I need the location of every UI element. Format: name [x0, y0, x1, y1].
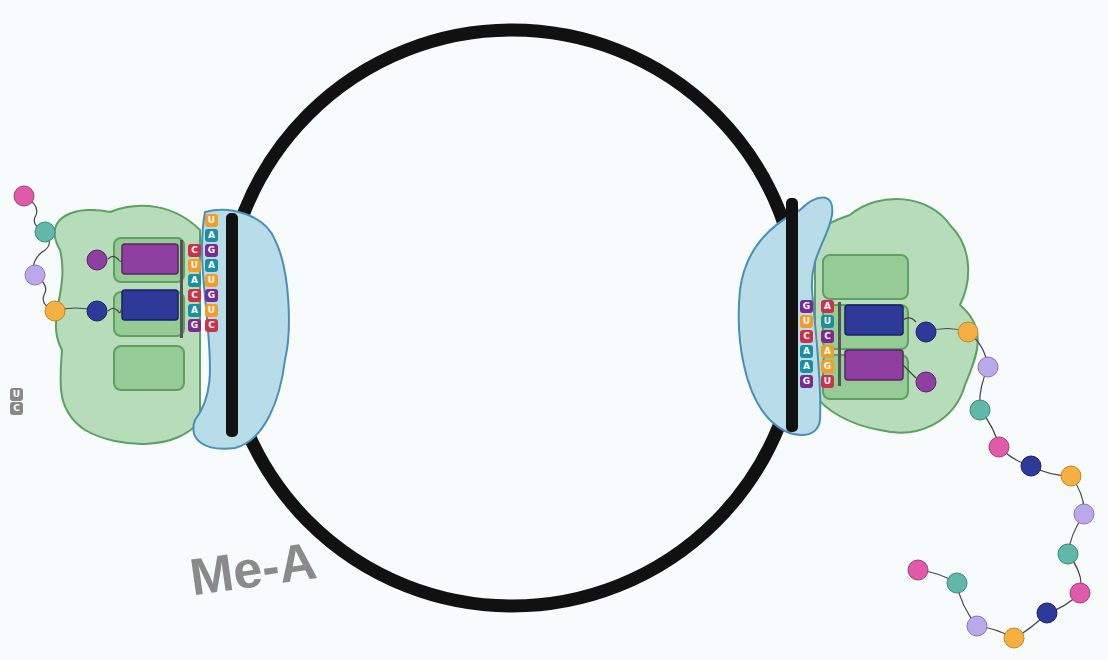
nucleotide-tile: U [205, 274, 218, 287]
trna [122, 244, 178, 274]
bond [108, 305, 122, 313]
nucleotide-tile: A [821, 345, 834, 358]
amino-acid [1004, 628, 1024, 648]
nucleotide-tile: U [800, 315, 813, 328]
amino-acid [1074, 504, 1094, 524]
trna [845, 305, 903, 335]
amino-acid [1021, 456, 1041, 476]
nucleotide-tile: C [800, 330, 813, 343]
amino-acid [1037, 603, 1057, 623]
nucleotide-tile: C [188, 289, 201, 302]
nucleotide-tile: U [205, 304, 218, 317]
trna [122, 290, 178, 320]
nucleotide-tile: G [188, 319, 201, 332]
bond [903, 365, 916, 378]
nucleotide-tile: U [205, 214, 218, 227]
peptide-chain [918, 329, 1084, 639]
amino-acid [25, 265, 45, 285]
nucleotide-tile: A [821, 300, 834, 313]
amino-acid [947, 573, 967, 593]
ribosome-site [114, 346, 184, 390]
nucleotide-tile: G [800, 300, 813, 313]
nucleotide-tile: C [821, 330, 834, 343]
nucleotide-tile: C [205, 319, 218, 332]
ribosome-site [823, 305, 908, 349]
nucleotide-tile: A [800, 360, 813, 373]
small-subunit [739, 198, 833, 436]
nucleotide-tile: A [188, 304, 201, 317]
amino-acid [916, 322, 936, 342]
ribosome-site [823, 255, 908, 299]
nucleotide-tile: C [188, 244, 201, 257]
watermark: Me-A [186, 530, 320, 607]
bond [108, 257, 122, 262]
amino-acid [1058, 544, 1078, 564]
peptide-chain [24, 196, 97, 311]
nucleotide-tile: G [821, 360, 834, 373]
nucleotide-tile: A [800, 345, 813, 358]
trna-stem [838, 302, 841, 386]
amino-acid [958, 322, 978, 342]
bond [903, 318, 916, 322]
nucleotide-tile: U [188, 259, 201, 272]
amino-acid [967, 616, 987, 636]
amino-acid [45, 301, 65, 321]
amino-acid [978, 357, 998, 377]
large-subunit [815, 199, 978, 433]
small-subunit [193, 210, 288, 449]
amino-acid [970, 400, 990, 420]
nucleotide-tile: G [800, 375, 813, 388]
trna-stem [180, 240, 183, 338]
nucleotide-tile: A [205, 259, 218, 272]
nucleotide-tile: U [10, 388, 23, 401]
amino-acid [14, 186, 34, 206]
circular-mrna [224, 30, 800, 606]
mrna-segment [786, 198, 798, 432]
amino-acid [87, 250, 107, 270]
nucleotide-tile: U [821, 375, 834, 388]
amino-acid [87, 301, 107, 321]
amino-acid [35, 222, 55, 242]
nucleotide-tile: G [205, 244, 218, 257]
nucleotide-tile: A [188, 274, 201, 287]
ribosome-site [114, 238, 184, 282]
trna [845, 350, 903, 380]
nucleotide-tile: U [821, 315, 834, 328]
nucleotide-tile: G [205, 289, 218, 302]
amino-acid [1061, 466, 1081, 486]
amino-acid [1070, 583, 1090, 603]
mrna-segment [226, 213, 238, 437]
nucleotide-tile: C [10, 402, 23, 415]
large-subunit [55, 206, 200, 444]
nucleotide-tile: A [205, 229, 218, 242]
amino-acid [916, 372, 936, 392]
amino-acid [908, 560, 928, 580]
amino-acid [989, 437, 1009, 457]
